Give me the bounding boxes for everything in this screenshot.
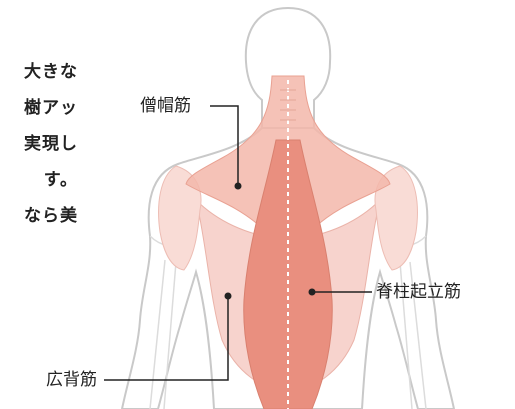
dot-latissimus [225,293,232,300]
label-erector-spinae: 脊柱起立筋 [376,282,461,302]
label-trapezius: 僧帽筋 [140,96,191,116]
dot-trapezius [235,183,242,190]
label-latissimus-dorsi: 広背筋 [46,370,97,390]
dot-erector [309,289,316,296]
